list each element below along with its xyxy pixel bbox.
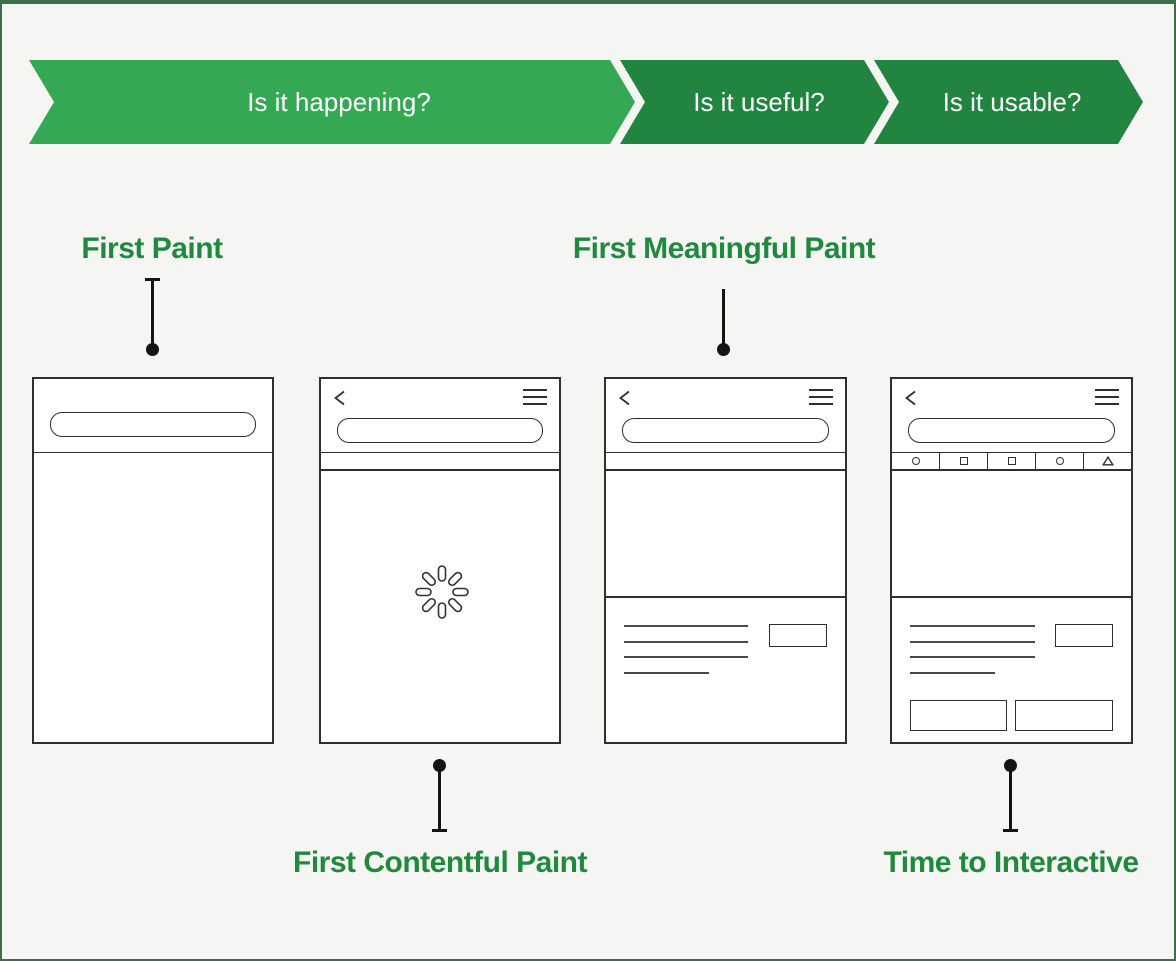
label-first-meaningful-paint: First Meaningful Paint [572,232,876,265]
square-icon [959,456,968,465]
chevron-is-it-useful [620,60,889,144]
connector-dot [1004,759,1017,772]
connector-line [151,278,154,345]
url-bar [622,418,829,443]
back-icon [619,390,630,406]
phone-first-contentful-paint [319,377,561,744]
triangle-icon [1101,455,1114,465]
url-bar [337,418,543,443]
connector-line [722,289,725,345]
text-line [624,625,748,628]
toolbar-cell [1036,452,1084,469]
text-line [910,625,1035,628]
text-line [910,641,1035,644]
stage-label-usable: Is it usable? [943,87,1082,117]
back-icon [334,390,345,406]
connector-cap [432,829,447,832]
label-time-to-interactive: Time to Interactive [883,846,1139,879]
text-line [624,641,748,644]
toolbar-cell [940,452,988,469]
toolbar-cell [988,452,1036,469]
page-strip [321,452,559,471]
circle-icon [911,456,920,465]
page-strip [606,452,845,471]
browser-header [321,379,559,453]
stage-label-useful: Is it useful? [693,87,825,117]
connector-dot [717,343,730,356]
browser-header [34,379,272,453]
toolbar-cell [892,452,940,469]
interactive-toolbar [892,452,1131,471]
text-line [624,656,748,659]
browser-header [606,379,845,453]
hero-block-divider [892,596,1131,598]
text-line [910,656,1035,659]
stage-banner: Is it happening? Is it useful? Is it usa… [29,60,1143,144]
text-line [624,672,709,675]
connector-dot [146,343,159,356]
phone-first-paint [32,377,274,744]
url-bar [50,412,256,437]
wireframe-bottom-button [910,700,1007,731]
wireframe-button [769,624,827,647]
menu-icon [809,389,833,405]
back-icon [905,390,916,406]
stage-label-happening: Is it happening? [247,87,431,117]
chevron-is-it-happening [29,60,635,144]
connector-dot [433,759,446,772]
hero-block-divider [606,596,845,598]
connector-cap [1003,829,1018,832]
label-first-paint: First Paint [81,232,223,265]
square-icon [1007,456,1016,465]
circle-icon [1055,456,1064,465]
wireframe-button [1055,624,1113,647]
phone-first-meaningful-paint [604,377,847,744]
connector-line [1009,766,1012,830]
wireframe-bottom-button [1015,700,1113,731]
url-bar [908,418,1115,443]
menu-icon [523,389,547,405]
connector-line [438,766,441,830]
toolbar-cell [1084,452,1131,469]
chevron-is-it-usable [874,60,1143,144]
browser-header [892,379,1131,453]
loading-spinner-icon [415,565,469,619]
phone-time-to-interactive [890,377,1133,744]
label-first-contentful-paint: First Contentful Paint [293,846,587,879]
menu-icon [1095,389,1119,405]
text-line [910,672,995,675]
